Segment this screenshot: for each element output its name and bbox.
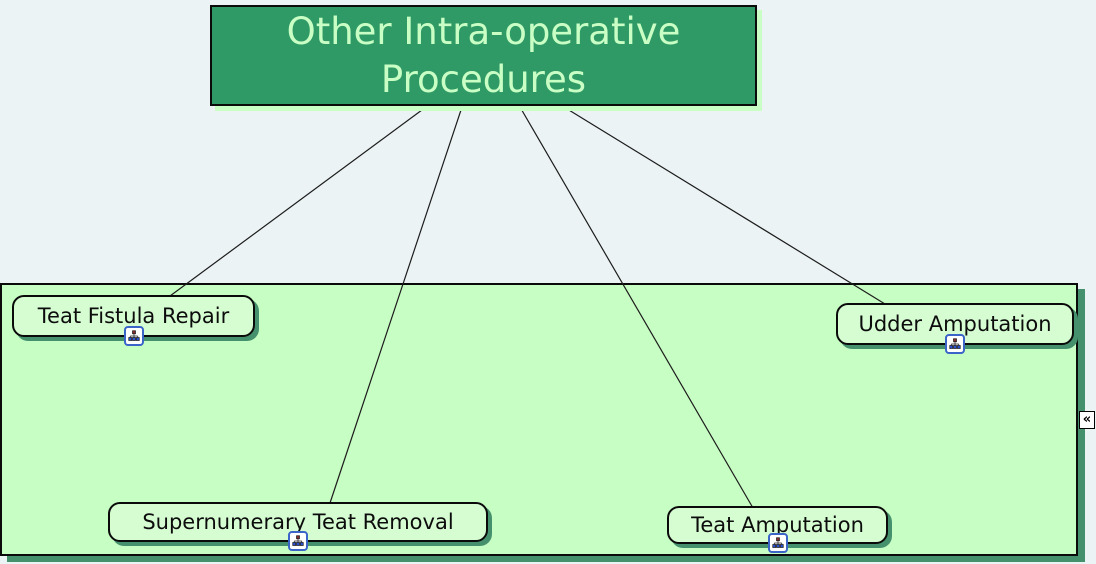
node-udder-amputation[interactable]: Udder Amputation xyxy=(836,303,1074,354)
node-label: Teat Fistula Repair xyxy=(37,304,230,328)
root-node-other-intra-operative-procedures[interactable]: Other Intra-operative Procedures xyxy=(210,5,757,106)
node-teat-amputation[interactable]: Teat Amputation xyxy=(667,506,888,553)
sitemap-icon[interactable] xyxy=(123,326,144,346)
sitemap-icon[interactable] xyxy=(945,334,965,354)
sitemap-glyph xyxy=(127,330,140,341)
panel-collapse-button[interactable]: « xyxy=(1079,411,1095,429)
sitemap-icon[interactable] xyxy=(767,533,788,553)
node-supernumerary-teat-removal[interactable]: Supernumerary Teat Removal xyxy=(108,502,488,551)
connector-line xyxy=(563,106,886,305)
connector-line xyxy=(169,106,427,297)
node-label: Supernumerary Teat Removal xyxy=(142,510,454,534)
root-node-label: Other Intra-operative Procedures xyxy=(286,10,681,101)
node-label: Udder Amputation xyxy=(858,312,1052,336)
sitemap-glyph xyxy=(771,537,784,548)
sitemap-icon[interactable] xyxy=(288,531,308,551)
sitemap-glyph xyxy=(949,338,961,349)
sitemap-glyph xyxy=(292,535,304,546)
node-teat-fistula-repair[interactable]: Teat Fistula Repair xyxy=(12,295,255,346)
